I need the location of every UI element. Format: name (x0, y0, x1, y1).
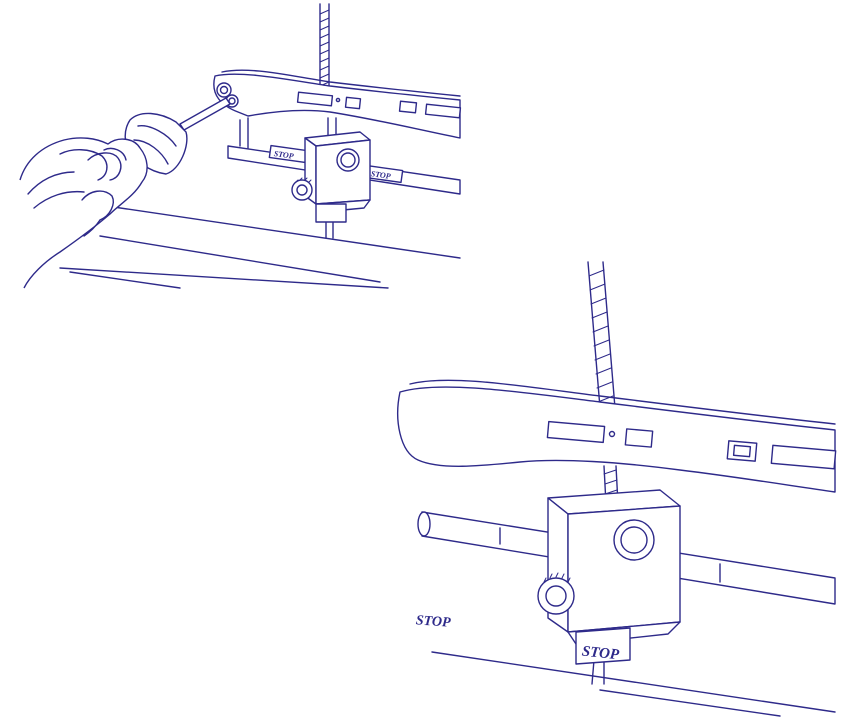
top-stop-label-right: STOP (370, 169, 391, 181)
bottom-stop-label-right: STOP (581, 644, 621, 664)
bottom-clamp-block (537, 489, 681, 665)
bottom-stop-label-left: STOP (415, 613, 451, 630)
top-stop-label-left: STOP (273, 149, 294, 161)
top-arm-bracket (213, 69, 462, 139)
top-clamp-block (291, 131, 371, 223)
top-cable (319, 3, 337, 239)
bottom-arm-bracket (397, 379, 837, 493)
top-hand (19, 137, 148, 289)
top-panel: STOP STOP (19, 3, 462, 289)
top-base-lines (59, 204, 461, 289)
bottom-stop-labels: STOP STOP (415, 613, 620, 663)
bottom-cable (587, 261, 619, 685)
top-stop-labels: STOP STOP (268, 144, 404, 184)
bottom-base-lines (431, 651, 836, 717)
bottom-panel: STOP STOP (397, 261, 837, 717)
